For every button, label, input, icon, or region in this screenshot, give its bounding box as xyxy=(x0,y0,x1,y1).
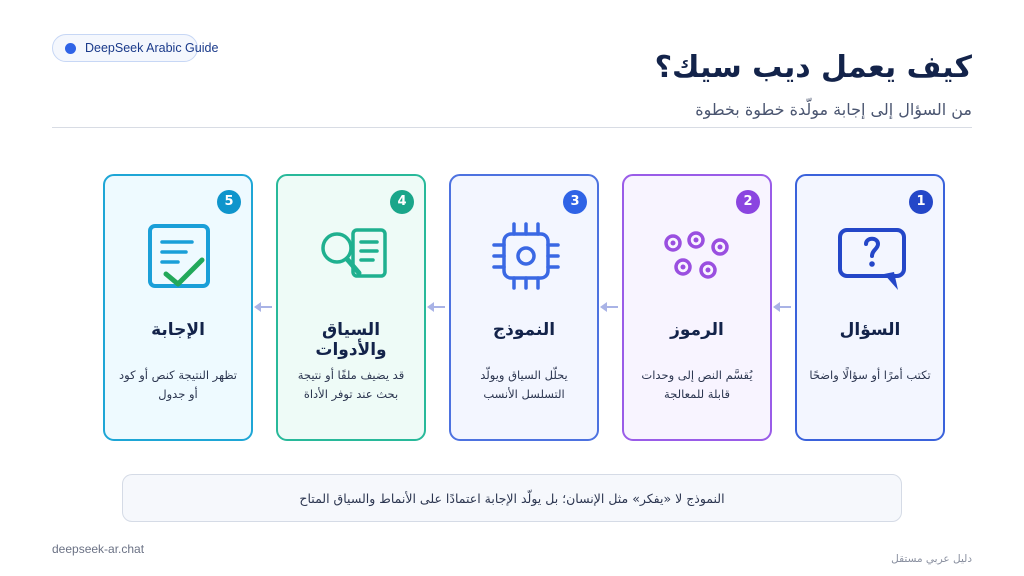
step-description: تظهر النتيجة كنص أو كود أو جدول xyxy=(119,368,237,401)
flow-arrow-icon xyxy=(773,302,791,312)
step-number: 2 xyxy=(736,190,760,214)
flow-arrow-icon xyxy=(254,302,272,312)
page-subtitle: من السؤال إلى إجابة مولّدة خطوة بخطوة xyxy=(695,100,972,119)
flow-arrow-icon xyxy=(600,302,618,312)
guide-badge: DeepSeek Arabic Guide xyxy=(52,34,218,62)
step-description: تكتب أمرًا أو سؤالًا واضحًا xyxy=(809,368,931,382)
checked-document-icon xyxy=(148,224,210,288)
question-bubble-icon xyxy=(838,228,906,290)
tokens-icon xyxy=(664,231,729,279)
step-title: الإجابة xyxy=(151,320,205,340)
step-description: يُقسَّم النص إلى وحدات قابلة للمعالجة xyxy=(641,368,753,401)
step-title: الرموز xyxy=(670,320,724,340)
step-description: يحلّل السياق ويولّد التسلسل الأنسب xyxy=(480,368,568,401)
search-document-icon xyxy=(321,228,387,278)
badge-dot-icon xyxy=(65,42,76,54)
step-title: السياق والأدوات xyxy=(315,320,387,360)
step-number: 1 xyxy=(909,190,933,214)
disclaimer-text: النموذج لا «يفكر» مثل الإنسان؛ بل يولّد … xyxy=(299,490,725,506)
chip-icon xyxy=(492,222,560,290)
step-title: السؤال xyxy=(839,320,901,340)
step-number: 4 xyxy=(390,190,414,214)
site-url: deepseek-ar.chat xyxy=(52,542,145,556)
step-card-context-tools: 4 السياق والأدوات قد يضيف ملفًا أو نتيجة… xyxy=(276,174,426,441)
step-number: 5 xyxy=(217,190,241,214)
disclaimer-note: النموذج لا «يفكر» مثل الإنسان؛ بل يولّد … xyxy=(122,474,902,522)
step-card-answer: 5 الإجابة تظهر النتيجة كنص أو كود أو جدو… xyxy=(103,174,253,441)
badge-label: DeepSeek Arabic Guide xyxy=(85,41,219,55)
footer-tagline: دليل عربي مستقل xyxy=(891,553,972,565)
step-card-question: 1 السؤال تكتب أمرًا أو سؤالًا واضحًا xyxy=(795,174,945,441)
step-description: قد يضيف ملفًا أو نتيجة بحث عند توفر الأد… xyxy=(297,368,405,401)
step-card-model: 3 النموذج يحلّل السياق ويولّد التسلسل ال… xyxy=(449,174,599,441)
header-divider xyxy=(52,127,972,128)
page-title: كيف يعمل ديب سيك؟ xyxy=(654,50,972,85)
step-card-tokens: 2 الرموز يُقسَّم النص إلى وحدات قابلة لل… xyxy=(622,174,772,441)
step-title: النموذج xyxy=(492,320,556,340)
flow-arrow-icon xyxy=(427,302,445,312)
step-number: 3 xyxy=(563,190,587,214)
